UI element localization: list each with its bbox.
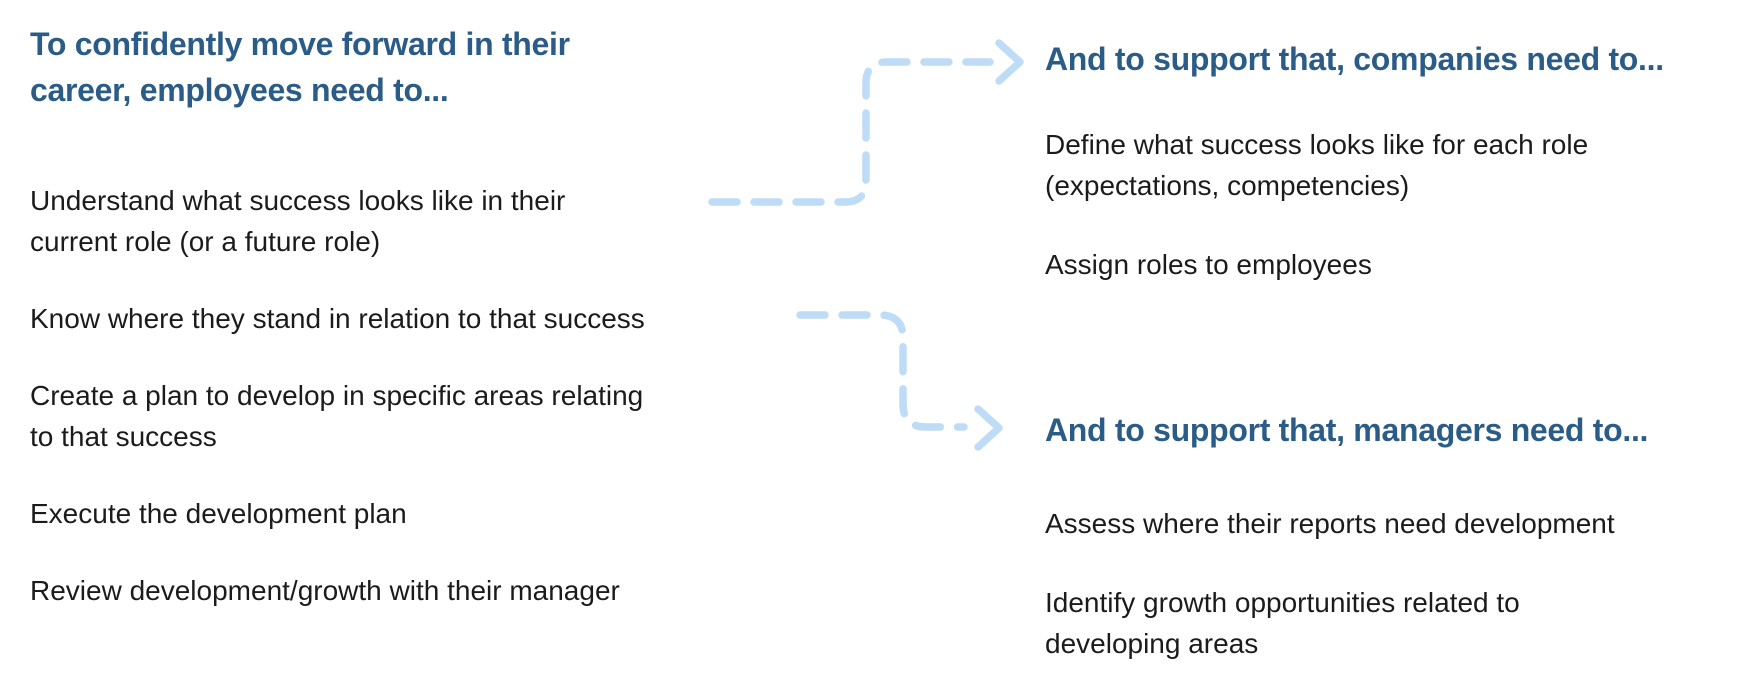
list-item: Assess where their reports need developm… (1045, 508, 1615, 539)
companies-item-list: Define what success looks like for each … (1045, 124, 1588, 323)
list-item: Review development/growth with their man… (30, 575, 620, 606)
list-item: Assign roles to employees (1045, 249, 1372, 280)
arrow-head-icon (974, 405, 1003, 451)
arrow-employees-to-companies (708, 39, 1024, 206)
list-item: Execute the development plan (30, 498, 407, 529)
managers-heading: And to support that, managers need to... (1045, 412, 1649, 448)
arrow-head-icon (995, 39, 1024, 85)
managers-item-list: Assess where their reports need developm… (1045, 503, 1615, 681)
list-item: Create a plan to develop in specific are… (30, 380, 644, 452)
list-item: Know where they stand in relation to tha… (30, 303, 645, 334)
companies-heading: And to support that, companies need to..… (1045, 41, 1664, 77)
employees-heading: To confidently move forward in their car… (30, 26, 570, 108)
dashed-connector-line (708, 58, 994, 206)
list-item: Identify growth opportunities related to… (1045, 587, 1520, 659)
employees-item-list: Understand what success looks like in th… (30, 180, 645, 647)
dashed-connector-line (796, 311, 968, 431)
list-item: Understand what success looks like in th… (30, 185, 566, 257)
arrow-employees-to-managers (796, 311, 1003, 451)
list-item: Define what success looks like for each … (1045, 129, 1589, 201)
